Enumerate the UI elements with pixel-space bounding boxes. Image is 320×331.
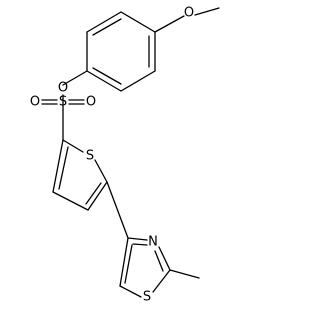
bond-thiophene-inner-2 xyxy=(58,146,69,190)
molecule-structure: O O S O O S N S xyxy=(30,6,220,305)
bond-thiazole-4 xyxy=(119,285,142,298)
atom-o-ester: O xyxy=(58,81,68,96)
atom-o-sulfonyl-left: O xyxy=(30,95,40,110)
bond-thiazole-3 xyxy=(152,269,171,293)
bond-thiazole-inner-1 xyxy=(132,243,148,246)
bond-thiophene-5 xyxy=(52,139,64,193)
bond-thiazole-1 xyxy=(127,237,148,241)
bond-thiazole-inner-3 xyxy=(154,250,164,272)
atom-s-thiazole: S xyxy=(143,290,151,305)
bond-thiophene-4 xyxy=(52,191,89,211)
atom-n-thiazole: N xyxy=(148,235,158,250)
bond-thiophene-3 xyxy=(87,181,108,211)
atom-o-sulfonyl-right: O xyxy=(86,95,96,110)
atom-o-methoxy: O xyxy=(184,6,194,21)
bond-thiazole-2 xyxy=(158,246,171,271)
bond-thiazole-methyl xyxy=(169,269,200,279)
bond-thiophene-2 xyxy=(94,159,108,183)
atom-s-thiophene: S xyxy=(86,149,94,164)
bond-aryl-o-ester xyxy=(62,70,88,86)
bond-benzene-1 xyxy=(120,11,156,33)
bond-thiazole-5 xyxy=(119,237,129,287)
bond-thiophene-thiazole xyxy=(106,181,129,239)
atom-s-sulfonyl: S xyxy=(59,95,67,110)
bond-benzene-2 xyxy=(86,11,122,33)
bond-methyl-o xyxy=(194,7,220,16)
bond-thiophene-1 xyxy=(62,139,84,153)
bond-benzene-inner-1 xyxy=(92,18,122,36)
bond-benzene-5 xyxy=(120,70,156,92)
bond-thiazole-inner-2 xyxy=(124,244,133,284)
bond-thiophene-inner-1 xyxy=(85,182,102,205)
bond-o-aryl xyxy=(154,15,185,33)
bond-benzene-4 xyxy=(86,70,122,92)
bond-benzene-inner-2 xyxy=(92,67,122,85)
